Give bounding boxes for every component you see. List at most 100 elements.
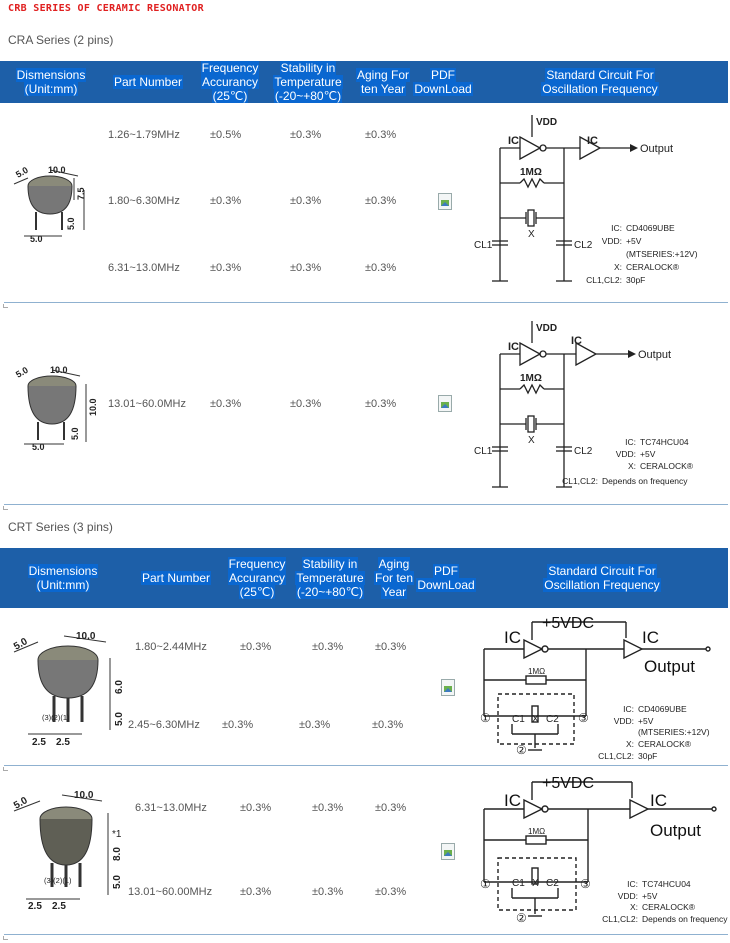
header-line: DownLoad [416, 578, 476, 592]
svg-text:CL1,CL2:: CL1,CL2: [598, 751, 634, 761]
dim-pin-length: 5.0 [70, 427, 80, 440]
dim-pitch: 2.5 [52, 901, 66, 912]
svg-text:Depends on frequency: Depends on frequency [642, 914, 728, 924]
circuit-ic-label: IC [587, 135, 598, 147]
dim-top: 10.0 [74, 790, 94, 801]
circuit-vdc-label: +5VDC [542, 775, 594, 792]
circuit-vdd-label: VDD [536, 117, 557, 128]
circuit-cl1-label: CL1 [474, 446, 493, 457]
circuit-resistor-label: 1MΩ [520, 167, 542, 178]
svg-text:(MTSERIES:+12V): (MTSERIES:+12V) [626, 249, 698, 259]
header-line: Aging [377, 557, 411, 571]
circuit-legend: IC: CD4069UBE VDD: +5V (MTSERIES:+12V) X… [598, 704, 710, 761]
header-line: Part Number [112, 75, 184, 89]
svg-text:CERALOCK®: CERALOCK® [642, 902, 696, 912]
circuit-node-3: ③ [578, 711, 589, 725]
crt-stability: ±0.3% [312, 886, 344, 898]
cra-stability: ±0.3% [290, 262, 322, 274]
svg-text:IC:: IC: [627, 879, 638, 889]
cra-stability: ±0.3% [290, 398, 322, 410]
circuit-crystal-label: X [532, 714, 539, 725]
crt-aging: ±0.3% [375, 641, 407, 653]
header-line: Frequency [200, 61, 260, 75]
broken-image-icon [444, 686, 452, 692]
pdf-download-link[interactable] [441, 843, 455, 860]
dim-pin-numbers: (3)(2)(1) [42, 713, 70, 722]
header-line: PDF [433, 564, 459, 578]
header-line: DownLoad [413, 82, 473, 96]
circuit-output-label: Output [644, 657, 695, 676]
crt-part-number: 6.31~13.0MHz [135, 802, 207, 814]
dim-pin-length: 5.0 [112, 875, 123, 889]
crt-dimension-drawing: 10.0 5.0 *1 8.0 5.0 (3)(2)(1) 2.5 2.5 [12, 790, 123, 912]
circuit-crystal-label: X [528, 435, 535, 446]
cra-dimension-drawing: 10.0 5.0 10.0 5.0 5.0 [14, 365, 98, 450]
svg-text:30pF: 30pF [626, 275, 645, 285]
row-divider [4, 765, 728, 766]
dim-top: 10.0 [48, 165, 66, 175]
svg-text:(MTSERIES:+12V): (MTSERIES:+12V) [638, 727, 710, 737]
header-line: (-20~+80℃) [273, 89, 343, 103]
circuit-c1-label: C1 [512, 878, 525, 889]
header-line: For ten [373, 571, 414, 585]
header-line: ten Year [359, 82, 407, 96]
header-line: Dismensions [27, 564, 99, 578]
dim-pin-numbers: (3)(2)(1) [44, 876, 72, 885]
circuit-legend: IC: TC74HCU04 VDD: +5V X: CERALOCK® CL1,… [602, 879, 728, 924]
cra-aging: ±0.3% [365, 195, 397, 207]
header-line: Aging For [355, 68, 411, 82]
cra-part-number: 13.01~60.0MHz [108, 398, 186, 410]
svg-text:X:: X: [614, 262, 622, 272]
divider-tick [3, 767, 8, 771]
crt-part-number: 13.01~60.00MHz [128, 886, 213, 898]
cra-accuracy: ±0.3% [210, 195, 242, 207]
circuit-ic-label: IC [508, 341, 519, 353]
pdf-download-link[interactable] [438, 395, 452, 412]
circuit-resistor-label: 1MΩ [528, 667, 545, 676]
pdf-download-link[interactable] [441, 679, 455, 696]
pdf-download-link[interactable] [438, 193, 452, 210]
cra-aging: ±0.3% [365, 398, 397, 410]
header-line: Part Number [140, 571, 212, 585]
cra-stability: ±0.3% [290, 195, 322, 207]
crt-standard-circuit: IC IC +5VDC Output 1MΩ C1 X C2 ① ② ③ IC:… [480, 775, 728, 925]
circuit-resistor-label: 1MΩ [528, 827, 545, 836]
circuit-node-1: ① [480, 877, 491, 891]
circuit-legend: IC: CD4069UBE VDD: +5V (MTSERIES:+12V) X… [586, 223, 698, 285]
cra-part-number: 6.31~13.0MHz [108, 262, 180, 274]
divider-tick [3, 936, 8, 940]
dim-side: 5.0 [12, 636, 30, 653]
cra-aging: ±0.3% [365, 262, 397, 274]
cra-part-number: 1.80~6.30MHz [108, 195, 180, 207]
header-line: Stability in [279, 61, 337, 75]
cra-stability: ±0.3% [290, 129, 322, 141]
circuit-ic-label: IC [508, 135, 519, 147]
dim-height: 6.0 [114, 680, 125, 694]
divider-tick [3, 304, 8, 308]
circuit-node-1: ① [480, 711, 491, 725]
header-line: PDF [430, 68, 456, 82]
row-divider [4, 504, 728, 505]
dim-height: 10.0 [88, 398, 98, 416]
circuit-node-2: ② [516, 743, 527, 757]
circuit-cl1-label: CL1 [474, 240, 493, 251]
crt-stability: ±0.3% [312, 802, 344, 814]
circuit-c2-label: C2 [546, 714, 559, 725]
cra-standard-circuit: IC IC VDD Output 1MΩ X CL1 CL2 IC: CD406… [474, 115, 698, 285]
svg-text:CD4069UBE: CD4069UBE [626, 223, 675, 233]
crt-stability: ±0.3% [312, 641, 344, 653]
crt-dimension-drawing: 10.0 5.0 6.0 5.0 (3)(2)(1) 2.5 2.5 [12, 631, 125, 748]
dim-note: *1 [112, 829, 122, 840]
dim-height: 8.0 [112, 847, 123, 861]
svg-text:CL1,CL2:: CL1,CL2: [586, 275, 622, 285]
circuit-node-2: ② [516, 911, 527, 925]
cra-dimension-drawing: 10.0 5.0 7.5 5.0 5.0 [13, 165, 86, 242]
header-line: Accurancy [200, 75, 260, 89]
crt-part-number: 1.80~2.44MHz [135, 641, 207, 653]
header-line: Temperature [273, 75, 343, 89]
